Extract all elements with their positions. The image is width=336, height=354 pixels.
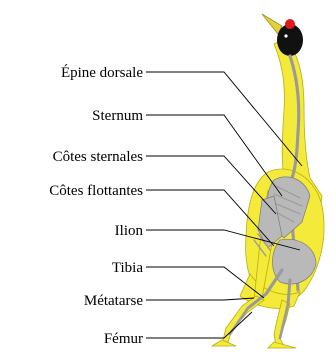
label-cotes-flottantes: Côtes flottantes [49,183,143,199]
foot-left [212,340,236,346]
bird-head [262,14,303,56]
label-metatarse: Métatarse [84,293,143,309]
labels: Épine dorsale Sternum Côtes sternales Cô… [49,64,143,347]
label-tibia: Tibia [112,260,143,276]
leader-metatarse [146,298,254,300]
label-sternum: Sternum [92,108,143,124]
label-femur: Fémur [104,331,143,347]
label-ilion: Ilion [115,223,144,239]
label-epine-dorsale: Épine dorsale [61,64,143,81]
eye [284,34,287,37]
leader-epine-dorsale [146,72,302,166]
beak [262,14,282,34]
label-cotes-sternales: Côtes sternales [53,149,144,165]
crest [285,19,295,29]
